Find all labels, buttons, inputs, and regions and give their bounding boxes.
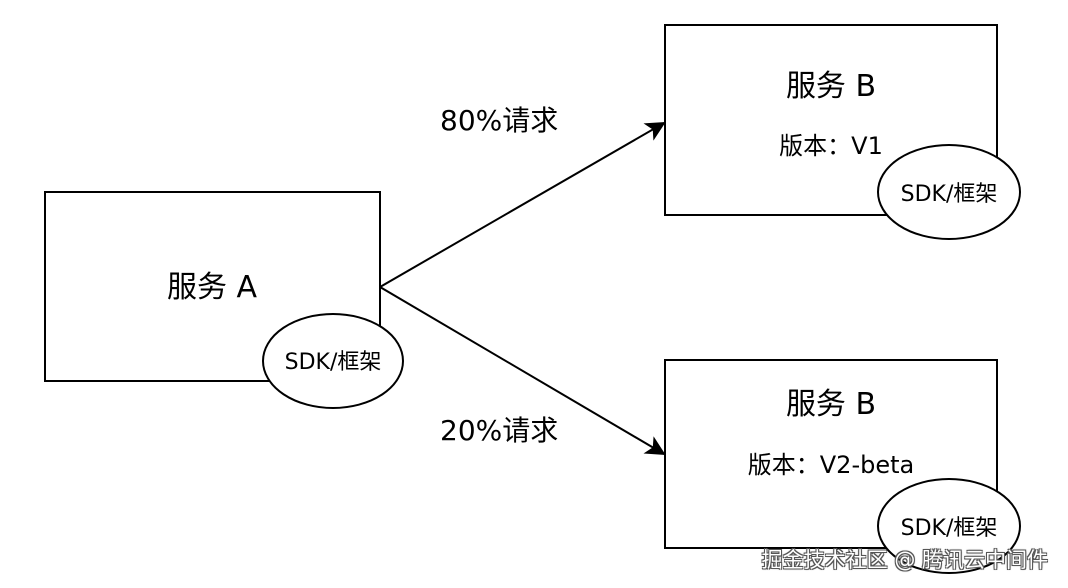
service-b-v1-version: 版本：V1 [779, 132, 883, 160]
service-a-sdk-label: SDK/框架 [285, 350, 382, 375]
service-b-v1-sdk-label: SDK/框架 [901, 182, 998, 207]
service-b-v2-version: 版本：V2-beta [748, 451, 914, 479]
service-b-v2-sdk-badge [877, 478, 1021, 574]
edge-to-v2: 20%请求 [379, 286, 666, 456]
edge-line-to-v1 [379, 121, 666, 288]
service-b-v1-sdk-badge [877, 144, 1021, 240]
edge-to-v1: 80%请求 [379, 104, 666, 288]
watermark: 掘金技术社区 @ 腾讯云中间件 [761, 548, 1048, 572]
service-b-v1-title: 服务 B [786, 69, 876, 104]
service-b-v2-sdk-label: SDK/框架 [901, 516, 998, 541]
edge-label-to-v1: 80%请求 [440, 104, 558, 137]
service-a-sdk-badge [262, 313, 404, 409]
edge-label-to-v2: 20%请求 [440, 414, 558, 447]
node-service-b-v1: 服务 B 版本：V1 SDK/框架 [664, 24, 1021, 240]
service-a-title: 服务 A [167, 270, 258, 305]
node-service-b-v2: 服务 B 版本：V2-beta SDK/框架 [664, 359, 1021, 574]
service-b-v2-title: 服务 B [786, 387, 876, 422]
edge-line-to-v2 [379, 286, 666, 456]
node-service-a: 服务 A SDK/框架 [44, 191, 404, 409]
